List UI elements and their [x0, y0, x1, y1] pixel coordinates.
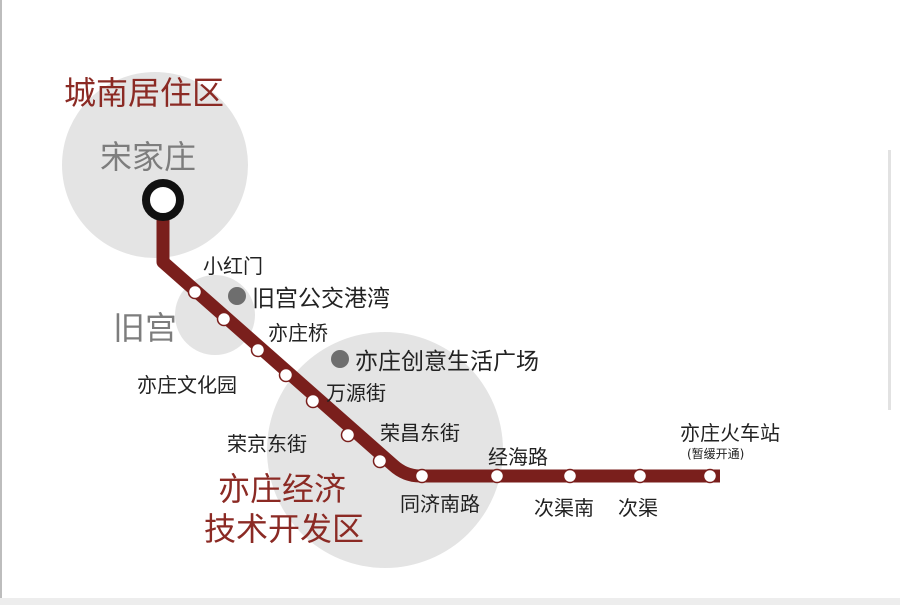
station-dot-rongjingdongjie — [340, 427, 356, 443]
station-dot-yizhuangwenhuayuan — [278, 367, 294, 383]
station-label-yizhuangqiao: 亦庄桥 — [268, 321, 328, 345]
poi-dot-icon — [331, 350, 349, 368]
station-dot-jinghailu — [489, 468, 505, 484]
frame-bottom-edge — [0, 598, 900, 605]
station-label-xiaohongmen: 小红门 — [203, 254, 263, 278]
poi-label-life-plaza: 亦庄创意生活广场 — [355, 349, 539, 375]
station-dot-wanyuanjie — [305, 393, 321, 409]
station-dot-ciqu — [632, 468, 648, 484]
station-markers — [187, 284, 718, 484]
station-label-jinghailu: 经海路 — [488, 445, 548, 469]
station-dot-yizhuanghuochezhan — [702, 468, 718, 484]
zone-label-yizhuang-line2: 技术开发区 — [204, 510, 365, 548]
poi-label-bus-bay: 旧宫公交港湾 — [252, 286, 390, 312]
terminal-marker-songjiazhuang — [142, 179, 184, 221]
station-label-ciqu: 次渠 — [618, 496, 658, 520]
poi-life-plaza: 亦庄创意生活广场 — [331, 342, 539, 376]
frame-left-edge — [0, 0, 2, 605]
station-dot-rongchangdongjie — [372, 453, 388, 469]
station-label-rongchangdongjie: 荣昌东街 — [380, 421, 460, 445]
station-label-wanyuanjie: 万源街 — [326, 381, 386, 405]
frame-right-edge — [888, 150, 891, 410]
zone-label-yizhuang-line1: 亦庄经济 — [218, 470, 347, 508]
zone-label-jiugong: 旧宫 — [113, 309, 178, 347]
terminal-label-songjiazhuang: 宋家庄 — [100, 138, 197, 176]
station-label-rongjingdongjie: 荣京东街 — [227, 432, 307, 456]
station-note-suspended: (暂缓开通) — [687, 447, 745, 461]
station-dot-ciqunan — [562, 468, 578, 484]
station-label-ciqunan: 次渠南 — [534, 496, 594, 520]
poi-bus-bay: 旧宫公交港湾 — [228, 279, 390, 313]
zone-label-chengnan: 城南居住区 — [64, 74, 225, 112]
station-dot-yizhuangqiao — [250, 342, 266, 358]
station-label-tongjinanlu: 同济南路 — [400, 492, 480, 516]
station-dot-tongjinanlu — [414, 468, 430, 484]
station-dot-jiugong — [216, 311, 232, 327]
station-label-yizhuanghuochezhan: 亦庄火车站 — [680, 421, 780, 445]
poi-dot-icon — [228, 287, 246, 305]
zone-chengnan-circle — [62, 72, 248, 258]
station-label-yizhuangwenhuayuan: 亦庄文化园 — [137, 373, 237, 397]
station-dot-xiaohongmen — [187, 284, 203, 300]
